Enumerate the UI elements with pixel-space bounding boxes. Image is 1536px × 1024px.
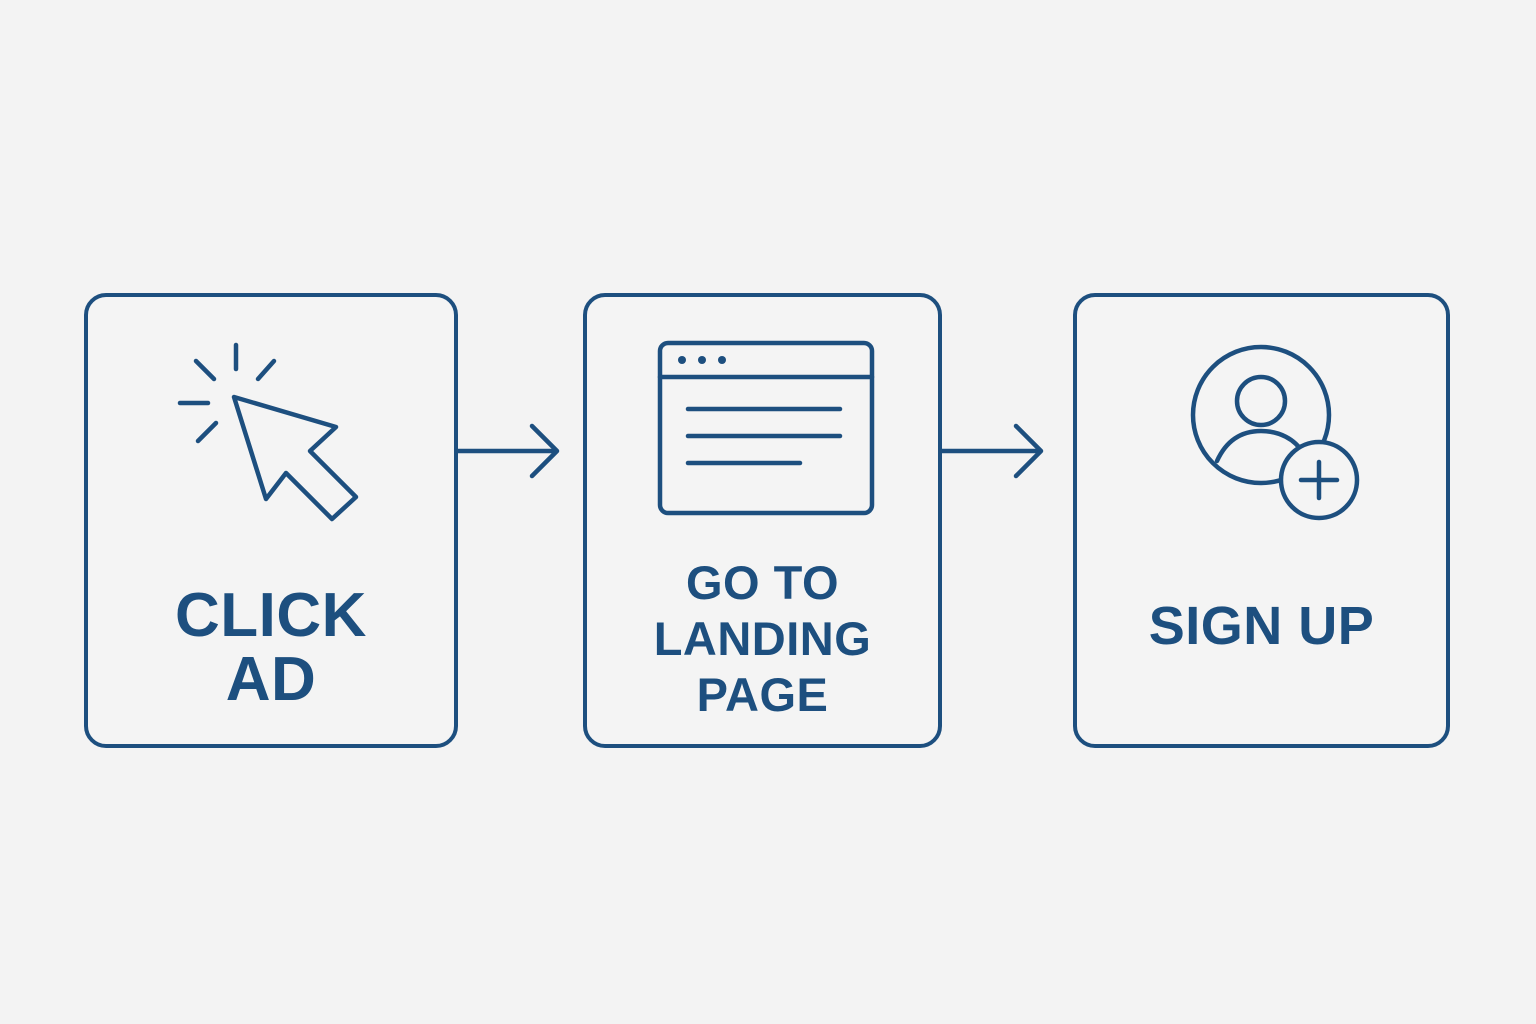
step-label-line: GO TO	[685, 556, 840, 609]
arrow-right-icon	[940, 420, 1050, 480]
arrow-right-icon	[456, 420, 566, 480]
step-landing-page: GO TO LANDING PAGE	[583, 293, 942, 748]
step-label: CLICK AD	[88, 585, 454, 713]
step-label-line: CLICK	[175, 581, 367, 650]
step-label-line: AD	[225, 645, 317, 714]
cursor-click-icon	[174, 339, 364, 524]
step-label: SIGN UP	[1148, 596, 1375, 656]
user-add-icon	[1187, 341, 1367, 526]
step-click-ad: CLICK AD	[84, 293, 458, 748]
step-label-line: PAGE	[696, 668, 829, 721]
step-sign-up: SIGN UP	[1073, 293, 1450, 748]
browser-window-icon	[656, 339, 878, 519]
step-label: GO TO LANDING PAGE	[587, 559, 938, 727]
step-label-line: LANDING	[653, 612, 872, 665]
